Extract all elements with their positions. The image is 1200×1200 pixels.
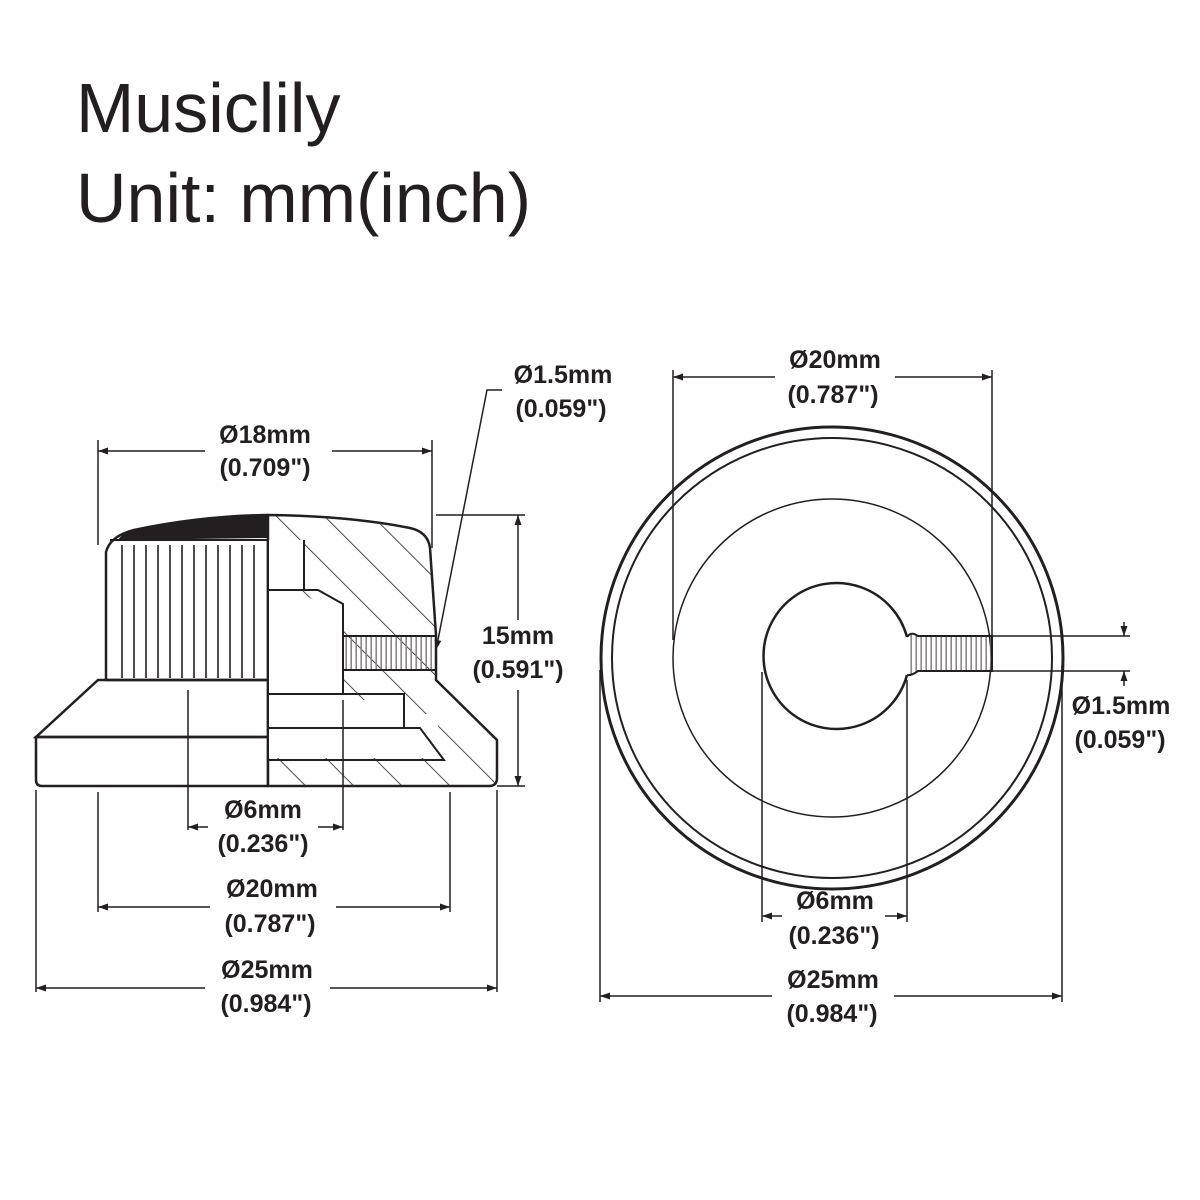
bottom-inner-diameter-mm: Ø20mm (789, 346, 881, 374)
unit-label: Unit: mm(inch) (76, 159, 532, 237)
bottom-set-screw-inch: (0.059") (1074, 726, 1165, 754)
bottom-set-screw-mm: Ø1.5mm (1072, 692, 1171, 720)
side-height-mm: 15mm (482, 622, 554, 650)
bottom-shaft-hole-inch: (0.236") (788, 922, 879, 950)
side-skirt-diameter-mm: Ø20mm (226, 875, 318, 903)
knurl-ridges (121, 545, 255, 678)
shaft-hole (762, 581, 909, 731)
knurled-exterior (32, 513, 268, 788)
side-base-diameter-inch: (0.984") (220, 990, 311, 1018)
cross-section (266, 513, 499, 788)
side-set-screw-inch: (0.059") (515, 395, 606, 423)
bottom-outer-diameter-mm: Ø25mm (787, 966, 879, 994)
brand-title: Musiclily (76, 69, 341, 147)
bottom-view: Ø20mm (0.787") Ø1.5mm (0.059") Ø6mm (0.2… (599, 346, 1171, 1028)
bottom-outer-diameter-inch: (0.984") (786, 1000, 877, 1028)
outer-rim (599, 425, 1065, 891)
inner-rim (611, 437, 1053, 879)
side-shaft-hole-mm: Ø6mm (224, 796, 302, 824)
side-shaft-hole-inch: (0.236") (217, 830, 308, 858)
bottom-set-screw-hole (906, 632, 993, 677)
set-screw-hole (342, 635, 437, 671)
side-view: Ø18mm (0.709") Ø1.5mm (0.059") 15mm (0.5… (32, 361, 613, 1018)
side-base-diameter-mm: Ø25mm (221, 956, 313, 984)
bottom-inner-diameter-inch: (0.787") (787, 381, 878, 409)
side-top-diameter-mm: Ø18mm (219, 421, 311, 449)
bottom-shaft-hole-mm: Ø6mm (796, 887, 874, 915)
side-height-inch: (0.591") (472, 656, 563, 684)
knob-cap-top (118, 515, 268, 540)
side-top-diameter-inch: (0.709") (219, 454, 310, 482)
side-set-screw-mm: Ø1.5mm (514, 361, 613, 389)
side-skirt-diameter-inch: (0.787") (224, 910, 315, 938)
